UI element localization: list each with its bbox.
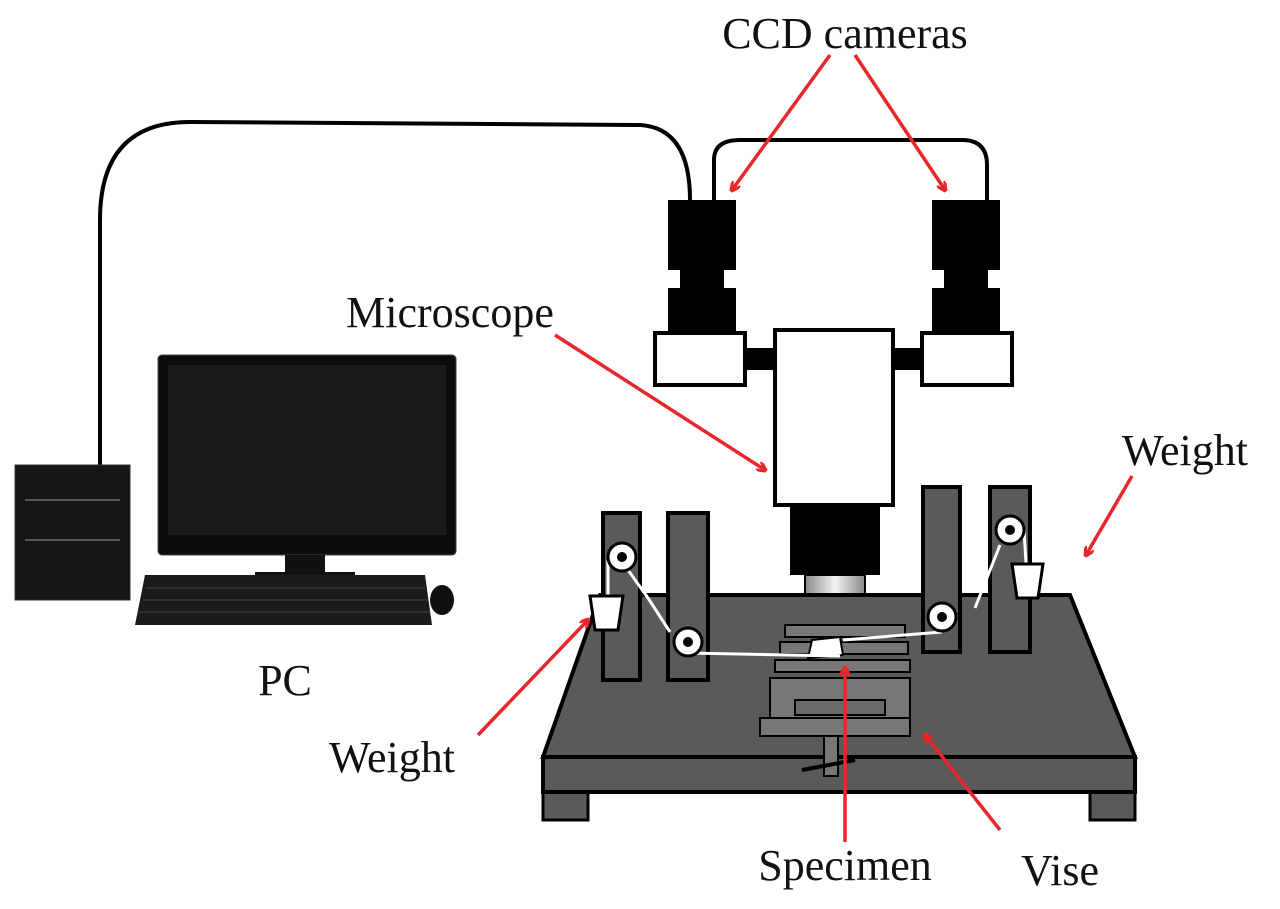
monitor-stand (285, 555, 325, 575)
arrow-weight-left (476, 620, 588, 737)
pulley (994, 514, 1026, 546)
pulley (926, 601, 958, 633)
label-ccd-cameras: CCD cameras (722, 9, 968, 58)
left-ccd-camera (653, 200, 747, 387)
specimen (806, 635, 845, 660)
pulley (672, 626, 704, 658)
arrow-vise (925, 735, 1002, 832)
arrow-ccd-left (732, 53, 832, 190)
arrow-ccd-right (853, 54, 945, 190)
label-specimen: Specimen (758, 841, 932, 890)
pulley (606, 541, 638, 573)
weight-left (588, 594, 625, 632)
mouse (430, 585, 454, 615)
label-microscope: Microscope (346, 288, 554, 337)
camera-link-cable (712, 138, 989, 202)
label-weight-left: Weight (329, 733, 455, 782)
vise (759, 624, 911, 777)
loading-stage (540, 485, 1138, 822)
label-weight-right: Weight (1122, 426, 1248, 475)
label-pc: PC (258, 656, 312, 705)
microscope (745, 328, 923, 598)
weight-right (1010, 562, 1045, 600)
arrow-weight-right (1086, 475, 1134, 555)
label-vise: Vise (1021, 846, 1099, 895)
pc (14, 354, 457, 625)
right-ccd-camera (920, 200, 1014, 387)
arrow-microscope (554, 333, 765, 470)
pc-camera-cable (98, 119, 692, 468)
pc-tower (14, 464, 131, 601)
